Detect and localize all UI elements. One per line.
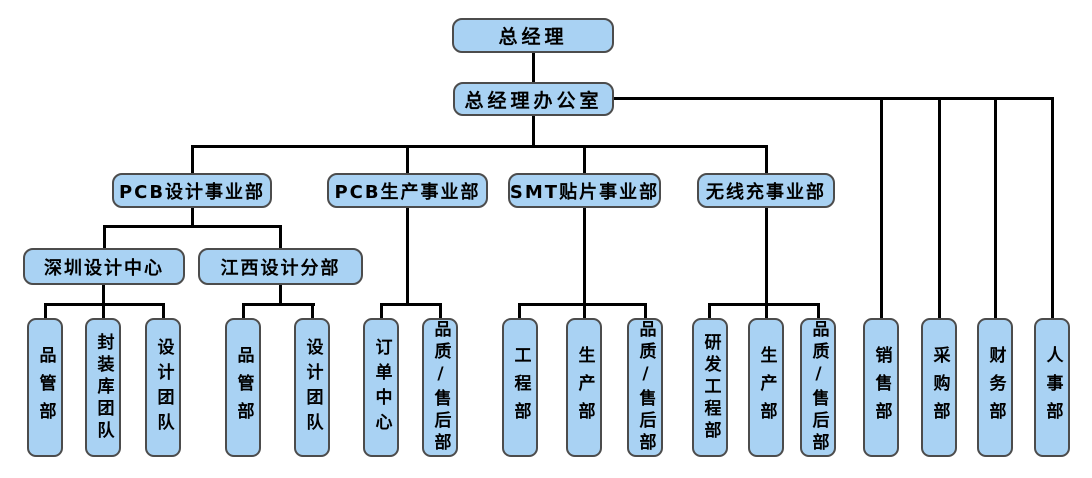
connector-line	[708, 303, 711, 318]
node-hr-dept: 人事部	[1034, 318, 1070, 457]
connector-line	[242, 303, 315, 306]
connector-line	[406, 208, 409, 305]
connector-line	[518, 303, 521, 318]
connector-line	[518, 303, 647, 306]
node-jx-design-team: 设计团队	[294, 318, 330, 457]
connector-line	[994, 97, 997, 319]
node-sz-package-lib-team: 封装库团队	[85, 318, 121, 457]
node-sz-quality-dept: 品管部	[27, 318, 63, 457]
connector-line	[102, 285, 105, 318]
node-pcb-design-division: PCB设计事业部	[112, 173, 272, 208]
connector-line	[583, 208, 586, 318]
connector-line	[279, 225, 282, 248]
node-jiangxi-design-branch: 江西设计分部	[198, 248, 363, 285]
node-wl-quality-aftersales-dept: 品质/售后部	[800, 318, 836, 457]
connector-line	[708, 303, 820, 306]
connector-line	[938, 97, 941, 319]
connector-line	[644, 303, 647, 318]
connector-line	[880, 97, 883, 319]
node-wl-rd-engineering-dept: 研发工程部	[692, 318, 728, 457]
connector-line	[817, 303, 820, 318]
connector-line	[44, 303, 47, 318]
connector-line	[765, 208, 768, 318]
connector-line	[162, 303, 165, 318]
connector-line	[439, 303, 442, 318]
node-pcbp-quality-aftersales-dept: 品质/售后部	[422, 318, 458, 457]
node-wl-production-dept: 生产部	[748, 318, 784, 457]
connector-line	[380, 303, 383, 318]
node-smt-division: SMT贴片事业部	[508, 173, 661, 208]
connector-line	[532, 53, 535, 82]
connector-line	[1051, 97, 1054, 319]
node-finance-dept: 财务部	[977, 318, 1013, 457]
node-wireless-charging-division: 无线充事业部	[697, 173, 835, 208]
connector-line	[191, 145, 768, 148]
connector-line	[191, 208, 194, 227]
connector-line	[103, 225, 282, 228]
connector-line	[279, 285, 282, 305]
node-pcb-production-division: PCB生产事业部	[327, 173, 488, 208]
node-smt-production-dept: 生产部	[566, 318, 602, 457]
node-gm-office: 总经理办公室	[453, 82, 614, 116]
node-sz-design-team: 设计团队	[145, 318, 181, 457]
connector-line	[242, 303, 245, 318]
connector-line	[103, 225, 106, 248]
connector-line	[765, 145, 768, 173]
node-smt-quality-aftersales-dept: 品质/售后部	[627, 318, 663, 457]
connector-line	[380, 303, 442, 306]
connector-line	[406, 145, 409, 173]
connector-line	[532, 116, 535, 147]
node-general-manager: 总经理	[452, 18, 614, 53]
node-smt-engineering-dept: 工程部	[502, 318, 538, 457]
node-order-center: 订单中心	[363, 318, 399, 457]
node-purchasing-dept: 采购部	[921, 318, 957, 457]
node-jx-quality-dept: 品管部	[225, 318, 261, 457]
connector-line	[44, 303, 165, 306]
connector-line	[191, 145, 194, 173]
node-sales-dept: 销售部	[863, 318, 899, 457]
node-shenzhen-design-center: 深圳设计中心	[23, 248, 185, 285]
connector-line	[311, 303, 314, 318]
connector-line	[583, 145, 586, 173]
connector-line	[614, 97, 1054, 100]
